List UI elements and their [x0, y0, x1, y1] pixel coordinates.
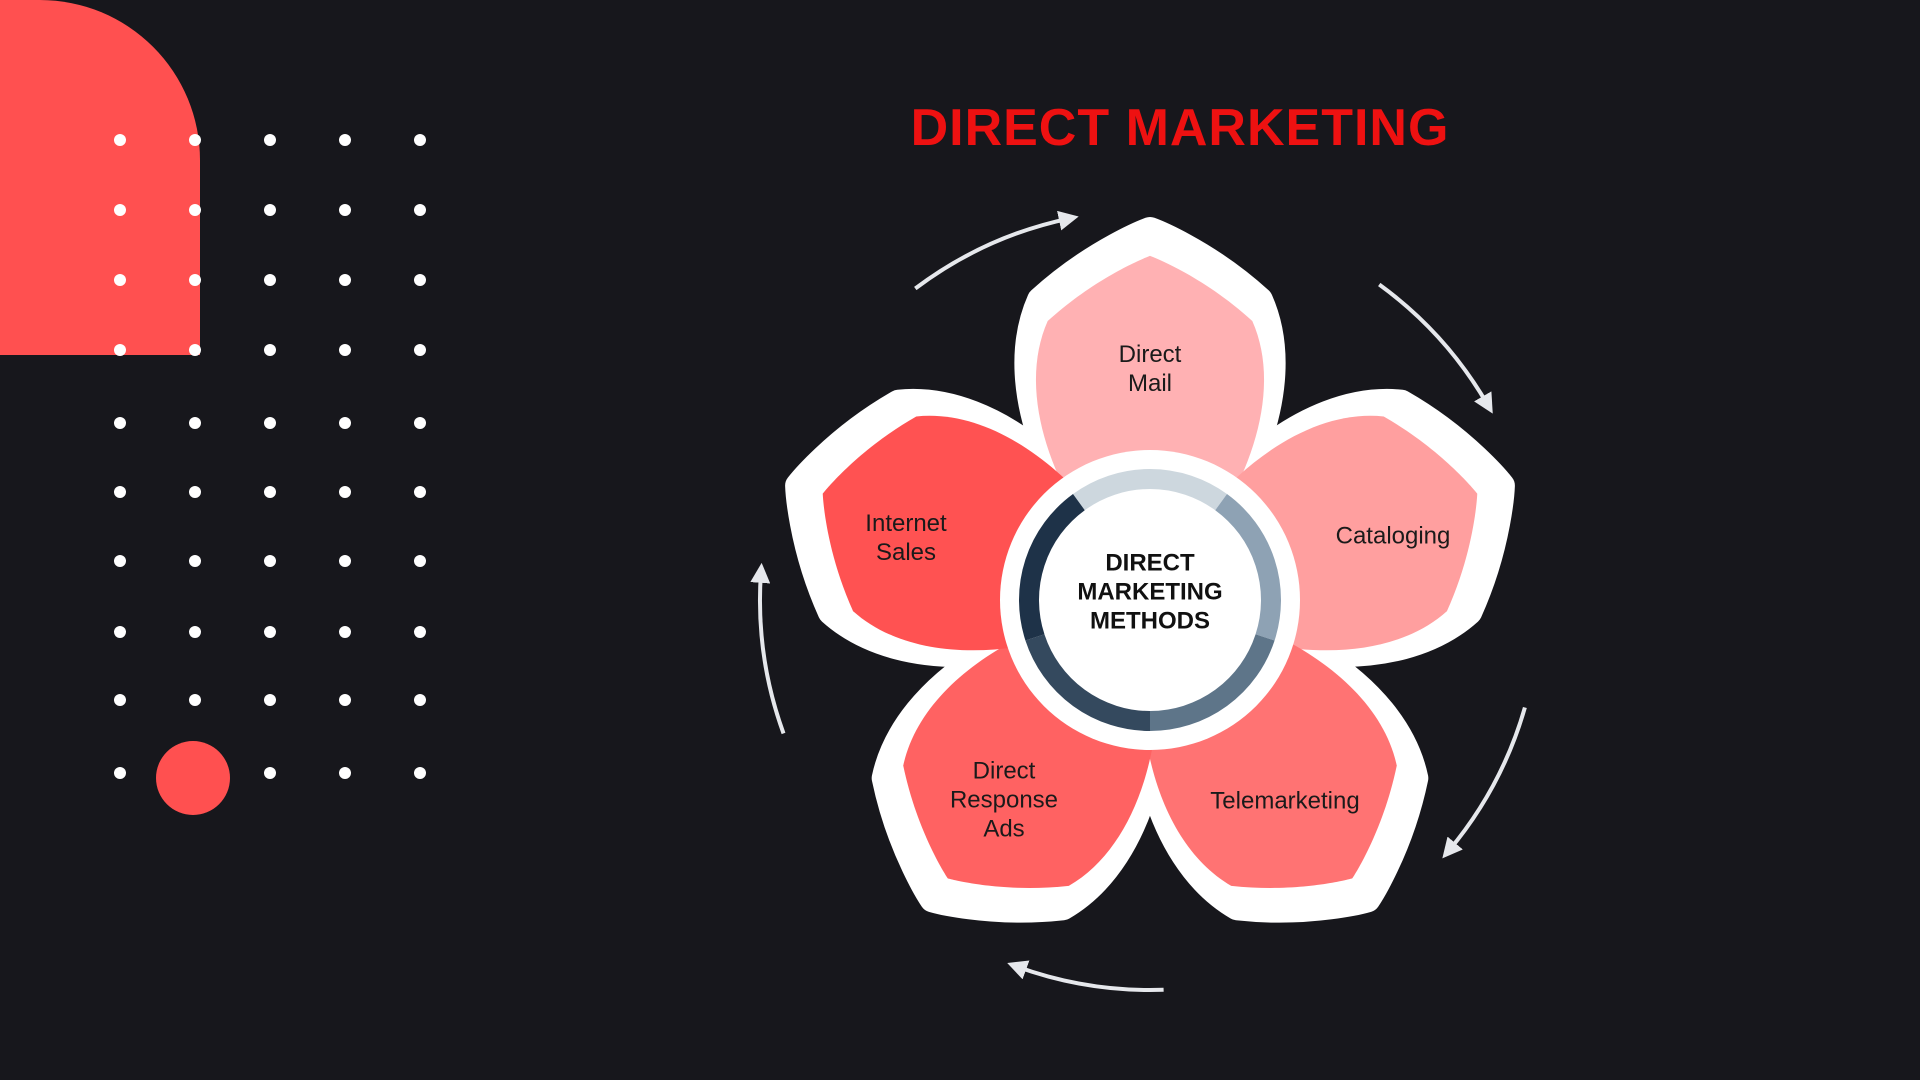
- decor-dot: [414, 344, 426, 356]
- accent-circle: [156, 741, 230, 815]
- decor-dot: [189, 694, 201, 706]
- decor-dot: [339, 486, 351, 498]
- decor-dot: [414, 767, 426, 779]
- decor-dot: [414, 417, 426, 429]
- decor-dot: [264, 626, 276, 638]
- petal-label-telemarketing: Telemarketing: [1210, 787, 1360, 815]
- cycle-arrow: [1378, 282, 1493, 414]
- petal-label-internet-sales: Internet Sales: [865, 510, 947, 566]
- decor-dot: [264, 694, 276, 706]
- hub-center: [1040, 490, 1260, 710]
- hub-ring-segment: [1149, 634, 1275, 731]
- decor-dot: [264, 555, 276, 567]
- center-label: DIRECT MARKETING METHODS: [1077, 549, 1223, 635]
- cycle-arrows: [750, 210, 1527, 992]
- decor-dot: [189, 417, 201, 429]
- decor-dot: [189, 134, 201, 146]
- decor-dot: [114, 274, 126, 286]
- decor-dot: [189, 555, 201, 567]
- decor-dot: [264, 134, 276, 146]
- decor-dot: [339, 274, 351, 286]
- decor-dot: [414, 486, 426, 498]
- cycle-arrow: [1007, 960, 1164, 992]
- decor-dot: [339, 555, 351, 567]
- decor-dot: [264, 344, 276, 356]
- hub-ring-segment: [1019, 494, 1085, 641]
- decor-dot: [414, 555, 426, 567]
- decor-dot: [114, 344, 126, 356]
- hub-ring-segment: [1025, 634, 1151, 731]
- decor-dot: [339, 134, 351, 146]
- decor-dot: [189, 274, 201, 286]
- decor-dot: [339, 204, 351, 216]
- decor-dot: [414, 134, 426, 146]
- hub-ring-segment: [1073, 469, 1227, 511]
- cycle-arrow: [914, 210, 1079, 291]
- decor-dot: [414, 694, 426, 706]
- decor-dot: [114, 555, 126, 567]
- petal-label-direct-mail: Direct Mail: [1118, 341, 1182, 397]
- decor-dot: [414, 274, 426, 286]
- cycle-arrow: [750, 562, 786, 735]
- decor-dot: [114, 417, 126, 429]
- decorative-background: [0, 0, 426, 815]
- decor-dot: [339, 344, 351, 356]
- decor-dot: [189, 486, 201, 498]
- center-hub: [1000, 450, 1300, 750]
- decor-dot: [189, 344, 201, 356]
- corner-shape: [0, 0, 200, 355]
- decor-dot: [114, 767, 126, 779]
- cycle-arrow: [1442, 706, 1527, 859]
- decor-dot: [114, 626, 126, 638]
- decor-dot: [189, 626, 201, 638]
- decor-dot: [414, 204, 426, 216]
- decor-dot: [114, 486, 126, 498]
- decor-dot: [339, 626, 351, 638]
- petal-label-cataloging: Cataloging: [1335, 522, 1451, 550]
- decor-dot: [114, 134, 126, 146]
- page-title: DIRECT MARKETING: [910, 99, 1450, 157]
- decor-dot: [339, 417, 351, 429]
- decor-dot: [264, 204, 276, 216]
- decor-dot: [264, 417, 276, 429]
- decor-dot: [114, 694, 126, 706]
- petal-label-direct-response-ads: Direct Response Ads: [949, 757, 1059, 843]
- decor-dot: [339, 767, 351, 779]
- decor-dot: [264, 486, 276, 498]
- decor-dot: [264, 274, 276, 286]
- decor-dot: [339, 694, 351, 706]
- decor-dot: [189, 204, 201, 216]
- decor-dot: [264, 767, 276, 779]
- decor-dot: [114, 204, 126, 216]
- decor-dot: [414, 626, 426, 638]
- hub-ring-segment: [1215, 494, 1281, 641]
